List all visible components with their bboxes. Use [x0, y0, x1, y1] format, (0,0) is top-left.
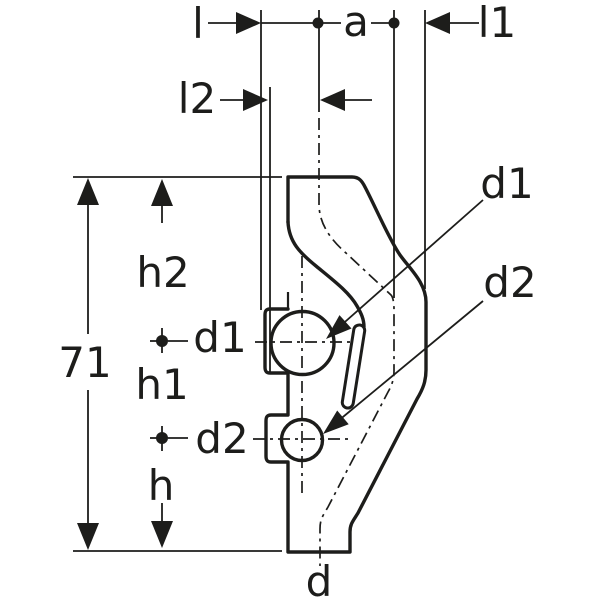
dim-label-l2: l2	[178, 74, 216, 123]
inner-s-wall	[286, 220, 366, 329]
dim-label-d: d	[306, 557, 333, 600]
arrowhead-d1	[326, 315, 352, 339]
callout-labels: d1 d2 d	[306, 159, 537, 600]
extension-lines	[73, 10, 426, 552]
dim-label-l1: l1	[478, 0, 516, 47]
d2-marker-dot	[156, 432, 168, 444]
leader-line-d1	[328, 199, 484, 337]
dim-label-a: a	[343, 0, 369, 46]
d2-hole-circle	[279, 417, 325, 463]
dimension-row-l2: l2	[178, 74, 372, 123]
arrow-down-h	[151, 521, 173, 548]
dimension-row-top: l a l1	[192, 0, 516, 48]
arrowhead-d2	[323, 410, 349, 434]
leaders	[325, 199, 484, 432]
d1-marker-dot	[156, 335, 168, 347]
retaining-clip	[340, 323, 367, 410]
pipe-centerline	[318, 118, 395, 566]
body-outline	[263, 175, 428, 554]
dim-label-l: l	[192, 0, 204, 48]
arrow-left-l2	[320, 89, 345, 111]
dim-dot-a-left	[312, 17, 324, 29]
d1-hole-circle	[269, 309, 336, 377]
dim-label-h: h	[148, 461, 175, 510]
leader-arrowheads	[323, 315, 352, 434]
dim-label-d1-left: d1	[193, 313, 246, 362]
dim-label-d2-left: d2	[195, 414, 248, 463]
dim-label-71: 71	[58, 338, 111, 387]
centerlines	[253, 118, 395, 566]
arrow-up-71	[77, 178, 99, 205]
arrow-left-l1	[425, 12, 450, 34]
dim-label-h2: h2	[136, 248, 189, 297]
arrow-right-l	[236, 12, 261, 34]
dim-dot-a-right	[388, 17, 400, 29]
callout-label-d1: d1	[480, 159, 533, 208]
dimension-column-left: 71 h2 d1 h1 d2 h	[58, 178, 249, 550]
fitting-body	[263, 175, 428, 554]
callout-label-d2: d2	[483, 258, 536, 307]
leader-line-d2	[325, 300, 484, 432]
arrow-down-71	[77, 523, 99, 550]
dim-label-h1: h1	[135, 360, 188, 409]
arrow-up-h2	[151, 179, 173, 206]
arrow-right-l2	[243, 89, 268, 111]
